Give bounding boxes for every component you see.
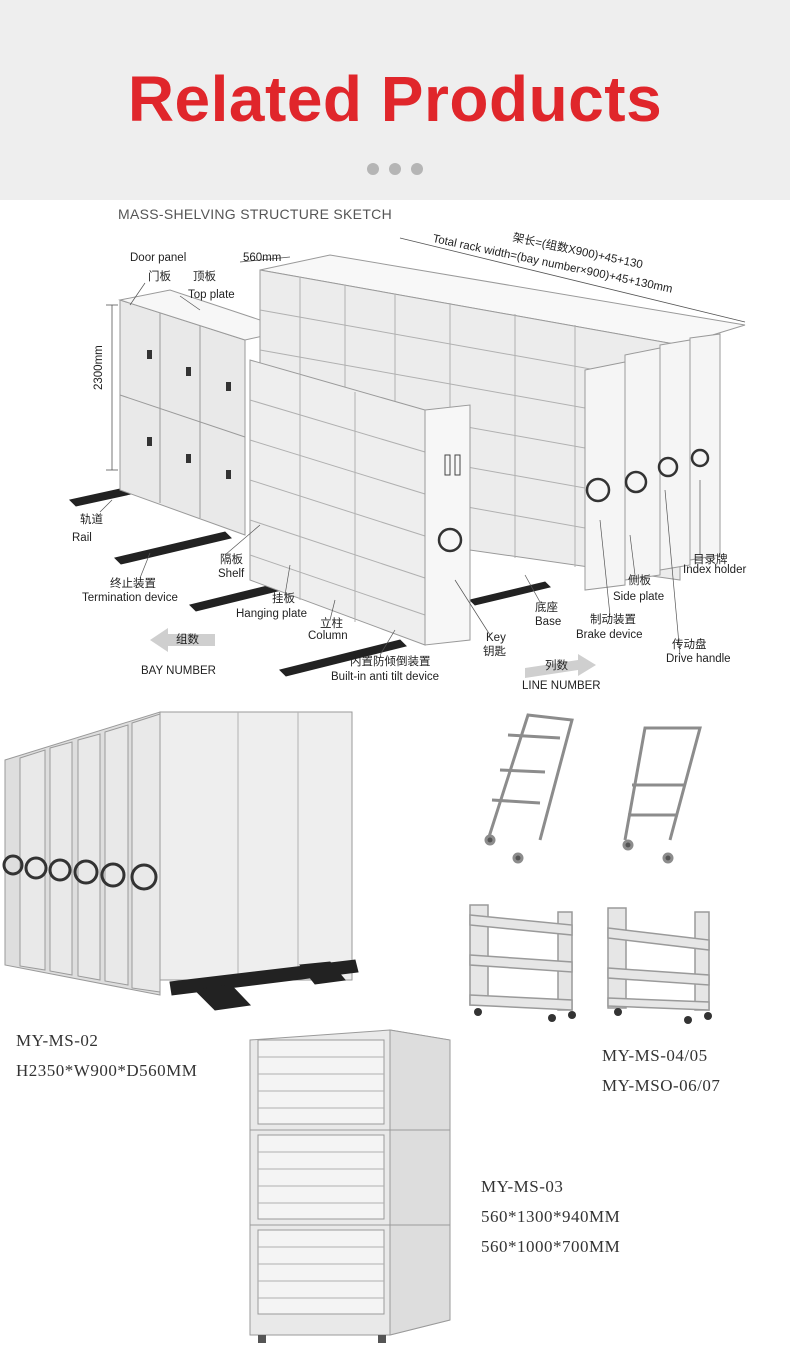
ms02-model-text: MY-MS-02	[16, 1031, 99, 1050]
drive-handle-cn-label: 传动盘	[672, 639, 707, 651]
door-panel-label: Door panel	[130, 252, 187, 264]
ms0607-model-text: MY-MSO-06/07	[602, 1076, 721, 1095]
shelf-label: Shelf	[218, 568, 245, 580]
header-banner: Related Products	[0, 0, 790, 200]
page-title: Related Products	[127, 63, 663, 135]
termination-label: Termination device	[82, 592, 178, 604]
base-label: Base	[535, 616, 562, 628]
ms03-size-b-text: 560*1000*700MM	[481, 1237, 621, 1256]
column-label: Column	[308, 630, 348, 642]
carousel-dot[interactable]	[389, 163, 401, 175]
column-cn-label: 立柱	[320, 618, 343, 630]
key-label: Key	[486, 632, 506, 644]
top-plate-cn-label: 顶板	[193, 271, 216, 283]
shelf-cn-label: 隔板	[220, 554, 243, 566]
termination-cn-label: 终止装置	[110, 578, 156, 590]
side-plate-cn-label: 侧板	[628, 575, 651, 587]
index-holder-cn-label: 目录牌	[693, 554, 728, 566]
ms02-shelving-image	[2, 711, 359, 1011]
ms03-size-a-text: 560*1300*940MM	[481, 1207, 621, 1226]
ms02-size-text: H2350*W900*D560MM	[16, 1061, 198, 1080]
hanging-cn-label: 挂板	[272, 593, 295, 605]
anti-tilt-cn-label: 内置防倾倒装置	[350, 656, 431, 668]
dim-2300-label: 2300mm	[93, 345, 105, 390]
brake-label: Brake device	[576, 629, 643, 641]
base-cn-label: 底座	[535, 602, 558, 614]
ms03-cabinet-image	[249, 1029, 451, 1343]
hanging-label: Hanging plate	[236, 608, 307, 620]
rail-cn-label: 轨道	[80, 514, 103, 526]
carousel-dots	[0, 162, 790, 180]
bay-number-cn-label: 组数	[176, 634, 199, 646]
trolley-images	[469, 904, 712, 1024]
bay-number-label: BAY NUMBER	[141, 665, 216, 677]
index-holder-label: Index holder	[683, 564, 747, 576]
ms03-model-text: MY-MS-03	[481, 1177, 564, 1196]
dim-560-label: 560mm	[243, 252, 282, 264]
drive-handle-label: Drive handle	[666, 653, 731, 665]
carousel-dot[interactable]	[367, 163, 379, 175]
side-plate-label: Side plate	[613, 591, 665, 603]
ladder-images	[484, 713, 702, 864]
top-plate-label: Top plate	[188, 289, 235, 301]
ms0405-model-text: MY-MS-04/05	[602, 1046, 708, 1065]
brake-cn-label: 制动装置	[590, 614, 636, 626]
door-panel-cn-label: 门板	[148, 271, 171, 283]
key-cn-label: 钥匙	[483, 646, 506, 658]
line-number-cn-label: 列数	[545, 660, 568, 672]
carousel-dot[interactable]	[411, 163, 423, 175]
line-number-label: LINE NUMBER	[522, 680, 601, 692]
anti-tilt-label: Built-in anti tilt device	[331, 671, 440, 683]
mass-shelving-sketch-illustration	[69, 237, 746, 678]
rail-label: Rail	[72, 532, 92, 544]
sketch-title: MASS-SHELVING STRUCTURE SKETCH	[118, 206, 392, 222]
